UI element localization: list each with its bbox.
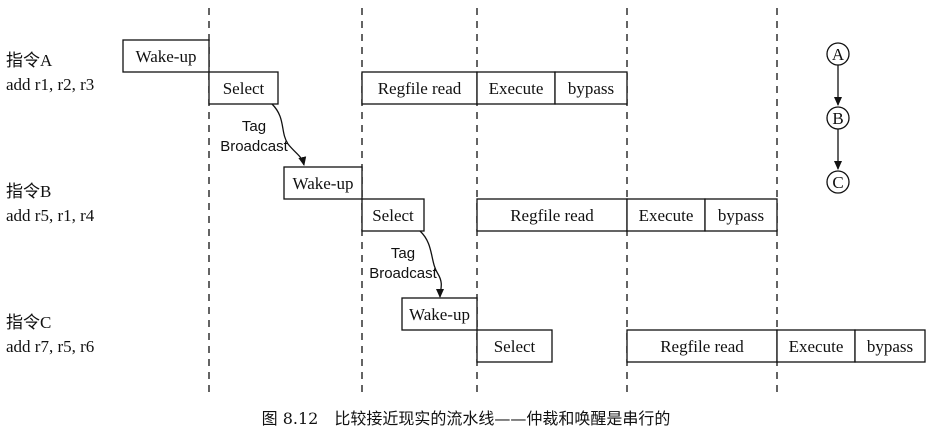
instruction-b-label: 指令B add r5, r1, r4 xyxy=(6,182,95,225)
b-regfile-box xyxy=(476,198,628,232)
instruction-c-code: add r7, r5, r6 xyxy=(6,337,94,356)
a-select-label: Select xyxy=(223,79,265,98)
instruction-b-code: add r5, r1, r4 xyxy=(6,206,95,225)
a-wakeup-box xyxy=(122,39,210,73)
a-regfile-label: Regfile read xyxy=(378,79,462,98)
b-wakeup-label: Wake-up xyxy=(293,174,354,193)
c-execute-box xyxy=(776,329,856,363)
broadcast-arrow-1 xyxy=(271,103,307,166)
node-c-label: C xyxy=(832,173,843,192)
figure-caption: 图 8.12 比较接近现实的流水线——仲裁和唤醒是串行的 xyxy=(262,409,671,428)
instruction-c-label: 指令C add r7, r5, r6 xyxy=(6,313,94,356)
a-select-box xyxy=(208,71,279,105)
c-execute-label: Execute xyxy=(789,337,844,356)
b-regfile-label: Regfile read xyxy=(510,206,594,225)
instruction-a-code: add r1, r2, r3 xyxy=(6,75,94,94)
c-regfile-box xyxy=(626,329,778,363)
broadcast-1-line2: Broadcast xyxy=(220,138,288,155)
a-bypass-label: bypass xyxy=(568,79,614,98)
c-select-label: Select xyxy=(494,337,536,356)
tag-broadcast-a-to-b: Tag Broadcast xyxy=(220,103,307,166)
tag-broadcast-b-to-c: Tag Broadcast xyxy=(369,230,445,298)
node-a-label: A xyxy=(832,45,845,64)
c-bypass-label: bypass xyxy=(867,337,913,356)
a-wakeup-label: Wake-up xyxy=(136,47,197,66)
b-execute-label: Execute xyxy=(639,206,694,225)
a-bypass-box xyxy=(554,71,628,105)
c-wakeup-box xyxy=(401,297,478,331)
dependency-graph: A B C xyxy=(826,42,850,194)
c-regfile-label: Regfile read xyxy=(660,337,744,356)
broadcast-1-line1: Tag xyxy=(242,118,266,135)
b-wakeup-box xyxy=(283,166,363,200)
b-execute-box xyxy=(626,198,706,232)
broadcast-arrow-2 xyxy=(419,230,445,298)
instruction-a-pipeline: Wake-up Select Regfile read Execute bypa… xyxy=(122,39,628,105)
c-bypass-box xyxy=(854,329,926,363)
instruction-b-name: 指令B xyxy=(6,182,51,201)
b-select-box xyxy=(361,198,425,232)
instruction-c-pipeline: Wake-up Select Regfile read Execute bypa… xyxy=(401,297,926,363)
broadcast-2-line2: Broadcast xyxy=(369,265,437,282)
node-c xyxy=(826,170,850,194)
b-select-label: Select xyxy=(372,206,414,225)
instruction-b-pipeline: Wake-up Select Regfile read Execute bypa… xyxy=(283,166,778,232)
c-wakeup-label: Wake-up xyxy=(409,305,470,324)
b-bypass-label: bypass xyxy=(718,206,764,225)
instruction-a-name: 指令A xyxy=(6,51,53,70)
node-b-label: B xyxy=(832,109,843,128)
b-bypass-box xyxy=(704,198,778,232)
a-regfile-box xyxy=(361,71,478,105)
c-select-box xyxy=(476,329,553,363)
broadcast-2-line1: Tag xyxy=(391,245,415,262)
a-execute-label: Execute xyxy=(489,79,544,98)
instruction-a-label: 指令A add r1, r2, r3 xyxy=(6,51,94,94)
instruction-c-name: 指令C xyxy=(6,313,51,332)
